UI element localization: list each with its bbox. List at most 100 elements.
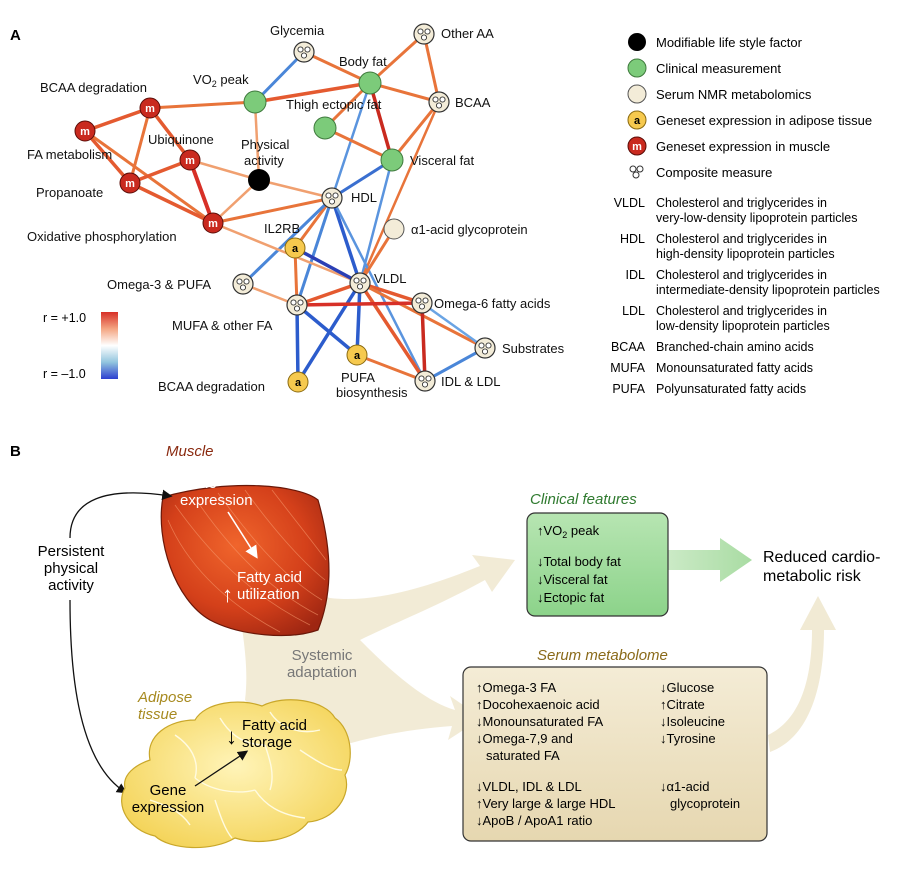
legend: Modifiable life style factor Clinical me… (627, 33, 872, 180)
serum-item: ↓VLDL, IDL & LDL (476, 779, 582, 794)
label-il2rb: IL2RB (264, 221, 300, 236)
edge (358, 100, 441, 285)
serum-right-list: ↓Glucose ↑Citrate ↓Isoleucine ↓Tyrosine … (660, 680, 740, 811)
clinical-features-title: Clinical features (530, 491, 637, 508)
muscle-up-arrow: ↑ (222, 582, 233, 607)
serum-item: ↑Omega-3 FA (476, 680, 557, 695)
muscle-shape (160, 484, 330, 637)
serum-item: ↓Monounsaturated FA (476, 714, 604, 729)
edge (211, 196, 334, 225)
label-oxidative-phosphorylation: Oxidative phosphorylation (27, 229, 177, 244)
svg-text:HDL: HDL (620, 232, 645, 246)
svg-text:m: m (145, 103, 155, 115)
node-oxidative-phosphorylation: m (202, 212, 224, 234)
svg-text:low-density lipoprotein partic: low-density lipoprotein particles (656, 319, 830, 333)
edge (368, 81, 441, 104)
muscle-title: Muscle (166, 443, 214, 460)
node-pufa-biosynthesis: a (346, 344, 368, 366)
clinical-item: ↓Total body fat (537, 554, 621, 569)
edge (330, 158, 394, 200)
network-edges (83, 32, 487, 384)
svg-text:very-low-density lipoprotein p: very-low-density lipoprotein particles (656, 211, 857, 225)
svg-text:a: a (634, 115, 641, 127)
svg-text:a: a (295, 377, 302, 389)
reduced-cardiometabolic-risk: Reduced cardio-metabolic risk (763, 549, 880, 585)
svg-text:Monounsaturated fatty acids: Monounsaturated fatty acids (656, 361, 813, 375)
legend-item-adipose: a Geneset expression in adipose tissue (627, 110, 872, 130)
node-fa-metabolism: m (74, 120, 96, 142)
edge (188, 158, 261, 182)
svg-text:Cholesterol and triglycerides: Cholesterol and triglycerides in (656, 232, 827, 246)
label-mufa-other-fa: MUFA & other FA (172, 318, 273, 333)
svg-text:Geneset expression in adipose: Geneset expression in adipose tissue (656, 113, 872, 128)
serum-item: ↓ApoB / ApoA1 ratio (476, 813, 592, 828)
node-body-fat (358, 71, 382, 95)
edge (253, 50, 306, 104)
edge (295, 301, 424, 307)
svg-text:Polyunsaturated fatty acids: Polyunsaturated fatty acids (656, 382, 806, 396)
node-vldl (349, 272, 371, 294)
node-il2rb: a (284, 237, 306, 259)
edge (83, 106, 152, 133)
edge (423, 346, 487, 383)
clinical-features-list: ↑VO2 peak ↓Total body fat ↓Visceral fat … (537, 523, 621, 605)
edge (422, 32, 441, 104)
node-bcaa-degradation-muscle: m (139, 97, 161, 119)
adipose-down-arrow: ↓ (226, 724, 237, 749)
clinical-item: ↓Ectopic fat (537, 590, 605, 605)
label-vo2-peak: VO2 peak (193, 72, 249, 89)
svg-text:m: m (208, 218, 218, 230)
edge (295, 303, 359, 357)
edge (128, 106, 152, 185)
svg-text:Modifiable life style factor: Modifiable life style factor (656, 35, 803, 50)
node-physical-activity (248, 169, 270, 191)
svg-text:IDL: IDL (626, 268, 646, 282)
edge (420, 301, 427, 383)
svg-text:Clinical measurement: Clinical measurement (656, 61, 781, 76)
serum-item: ↑Very large & large HDL (476, 796, 615, 811)
serum-metabolome-box (462, 666, 768, 842)
svg-text:Branched-chain amino acids: Branched-chain amino acids (656, 340, 814, 354)
svg-text:a: a (354, 350, 361, 362)
edge (128, 181, 215, 225)
edge (390, 100, 441, 162)
edge (295, 281, 362, 307)
abbreviations: VLDL Cholesterol and triglycerides in very… (610, 196, 879, 396)
scale-top-label: r = +1.0 (43, 311, 86, 325)
label-omega6: Omega-6 fatty acids (434, 296, 551, 311)
node-bcaa-degradation-adipose: a (287, 371, 309, 393)
edge (358, 281, 427, 383)
node-hdl (321, 187, 343, 209)
node-thigh-ectopic-fat (313, 116, 337, 140)
serum-item: ↓Omega-7,9 and (476, 731, 573, 746)
clinical-item: ↓Visceral fat (537, 572, 608, 587)
edge (128, 158, 192, 185)
edge (295, 303, 300, 384)
label-bcaa: BCAA (455, 95, 491, 110)
label-alpha1: α1-acid glycoprotein (411, 222, 528, 237)
node-labels: Glycemia Other AA Body fat VO2 peak BCAA… (27, 23, 565, 400)
svg-text:MUFA: MUFA (610, 361, 645, 375)
svg-text:Serum NMR metabolomics: Serum NMR metabolomics (656, 87, 812, 102)
svg-text:VLDL: VLDL (614, 196, 645, 210)
label-glycemia: Glycemia (270, 23, 325, 38)
edge (302, 50, 372, 85)
adipose-shape (121, 699, 351, 849)
edge (330, 196, 362, 285)
panel-a-label: A (10, 27, 21, 44)
serum-item: ↓Tyrosine (660, 731, 716, 746)
edge (188, 158, 215, 225)
abbr-mufa: MUFA Monounsaturated fatty acids (610, 361, 813, 375)
label-hdl: HDL (351, 190, 377, 205)
muscle-internal-arrow (227, 511, 258, 559)
